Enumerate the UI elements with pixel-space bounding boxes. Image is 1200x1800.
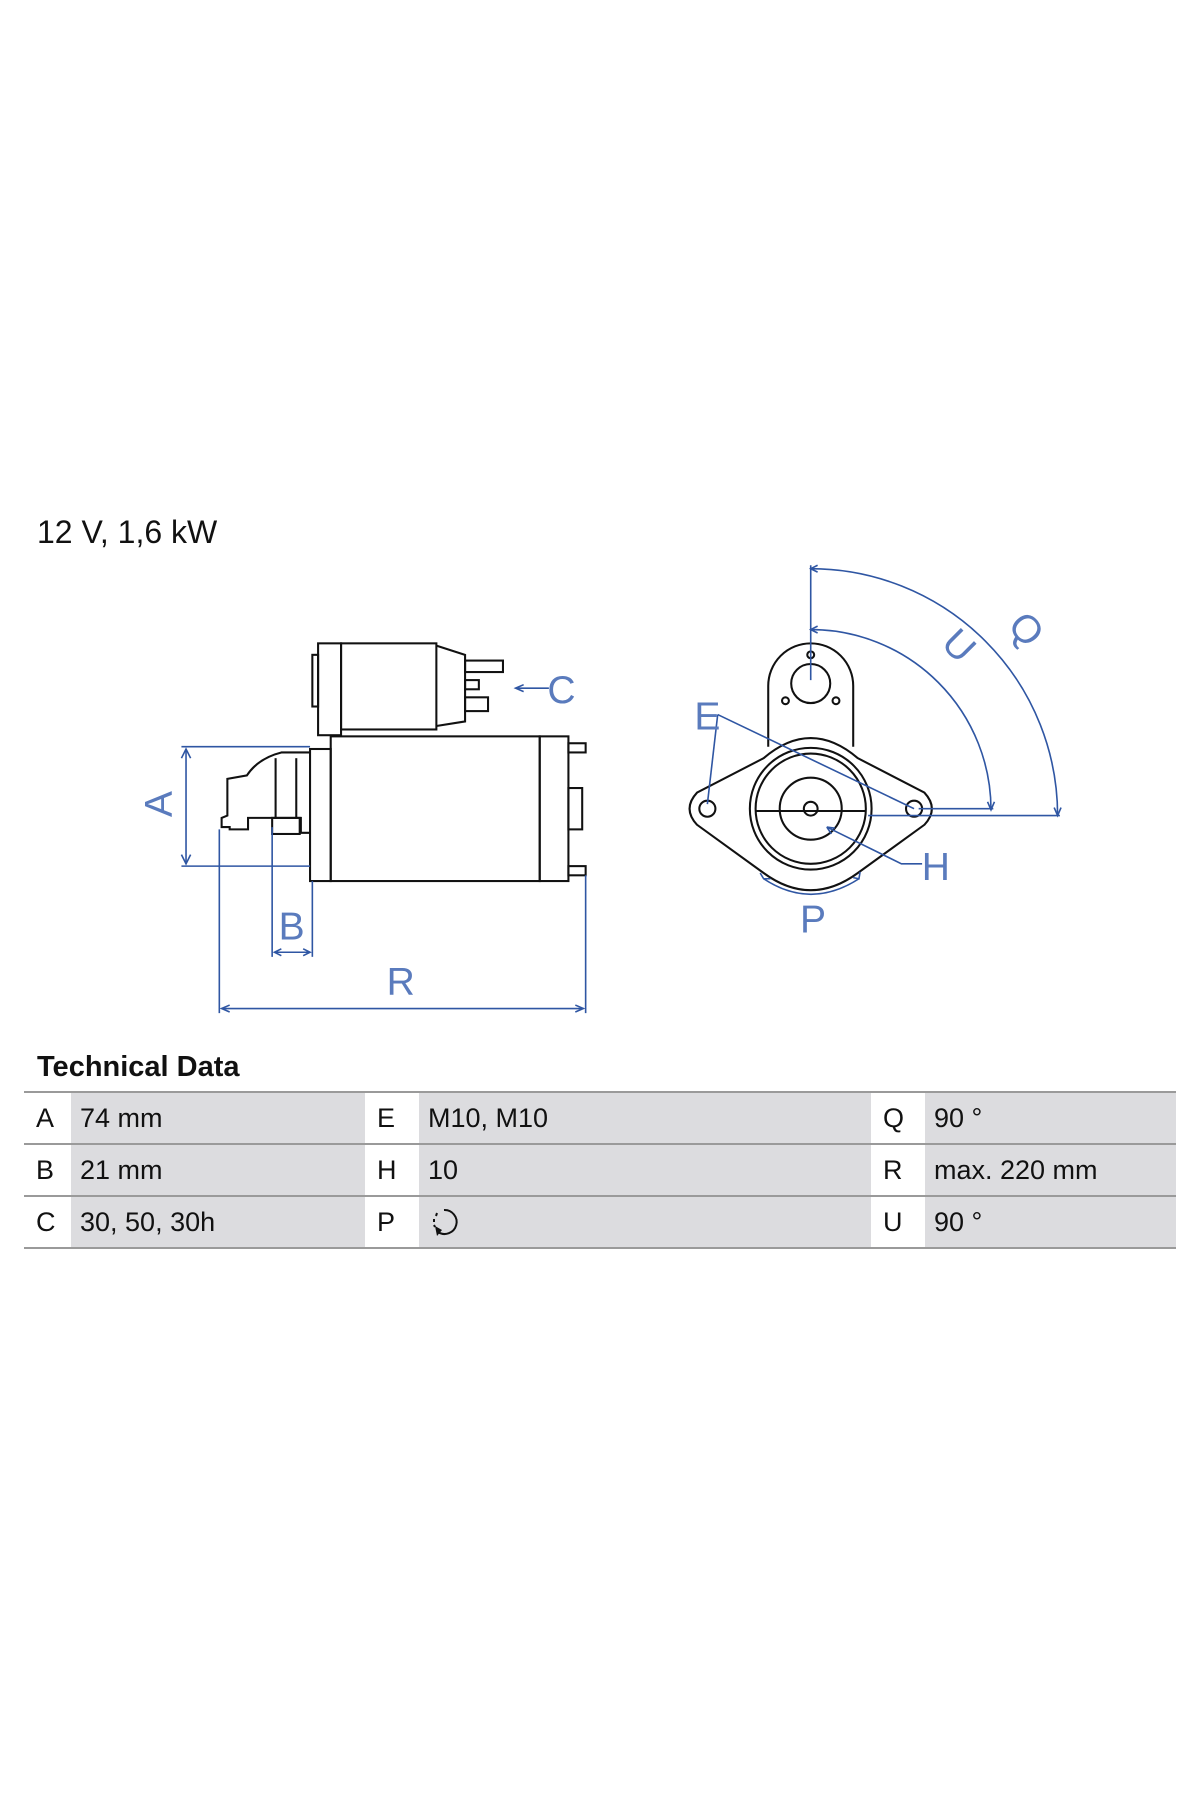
technical-data-heading: Technical Data: [37, 1051, 240, 1083]
param-key: R: [871, 1143, 925, 1197]
side-view-dimensions: A B R C: [138, 669, 587, 1014]
param-value: M10, M10: [419, 1091, 871, 1145]
technical-data-table: A 74 mm E M10, M10 Q 90 ° B 21 mm H 10 R…: [24, 1091, 1176, 1249]
thread-label-e: E: [694, 695, 720, 738]
rotation-label-p: P: [800, 899, 826, 942]
param-value: 21 mm: [71, 1143, 365, 1197]
front-view-starter: [688, 642, 933, 892]
param-value: 30, 50, 30h: [71, 1195, 365, 1249]
param-key: E: [365, 1091, 419, 1145]
table-row: C 30, 50, 30h P U 90 °: [24, 1195, 1176, 1249]
param-value: 90 °: [925, 1091, 1176, 1145]
param-value-rotation: [419, 1195, 871, 1249]
param-key: B: [24, 1143, 71, 1197]
rotation-direction-icon: [433, 1208, 458, 1236]
param-key: C: [24, 1195, 71, 1249]
angle-label-u: U: [933, 621, 983, 671]
front-view-dimensions: Q U E H P: [694, 564, 1062, 942]
dimension-label-a: A: [138, 791, 181, 817]
param-value: max. 220 mm: [925, 1143, 1176, 1197]
param-value: 74 mm: [71, 1091, 365, 1145]
angle-label-q: Q: [1000, 604, 1052, 655]
param-key: H: [365, 1143, 419, 1197]
param-key: P: [365, 1195, 419, 1249]
side-view-starter: [220, 642, 587, 883]
teeth-label-h: H: [922, 846, 950, 889]
param-key: A: [24, 1091, 71, 1145]
param-value: 10: [419, 1143, 871, 1197]
dimension-label-r: R: [387, 961, 415, 1004]
product-title: 12 V, 1,6 kW: [37, 514, 218, 550]
param-key: Q: [871, 1091, 925, 1145]
terminal-label-c: C: [547, 669, 575, 712]
dimension-label-b: B: [279, 906, 305, 949]
param-value: 90 °: [925, 1195, 1176, 1249]
param-key: U: [871, 1195, 925, 1249]
table-row: A 74 mm E M10, M10 Q 90 °: [24, 1091, 1176, 1145]
table-row: B 21 mm H 10 R max. 220 mm: [24, 1143, 1176, 1197]
